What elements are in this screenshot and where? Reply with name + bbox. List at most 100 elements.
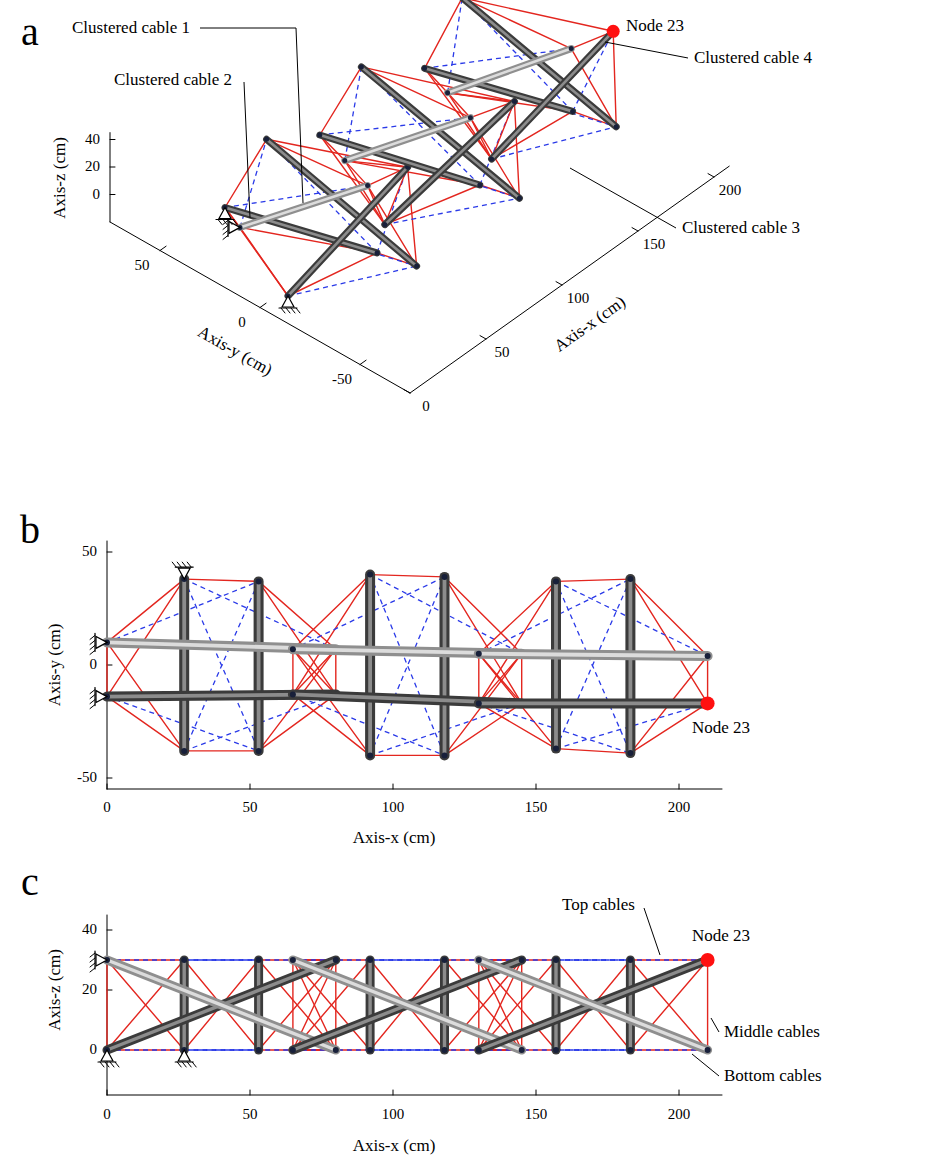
bar xyxy=(440,960,449,1050)
node-dot xyxy=(414,264,419,269)
node-dot xyxy=(290,1047,296,1053)
bar-highlight xyxy=(629,960,632,1050)
tick-label: 0 xyxy=(103,799,111,816)
tick-label: 0 xyxy=(238,314,246,331)
node-label: Node 23 xyxy=(624,16,686,36)
node-dot xyxy=(489,157,494,162)
support-hatch xyxy=(223,220,227,225)
tick-mark xyxy=(632,228,638,231)
middle-cable xyxy=(184,579,258,581)
support-hatch xyxy=(187,562,191,567)
tick-mark xyxy=(110,167,115,168)
tick-mark xyxy=(536,784,537,789)
middle-cable xyxy=(335,649,336,694)
top-bottom-cable xyxy=(370,1049,444,1050)
node-dot xyxy=(442,1047,448,1053)
tick-label: 0 xyxy=(103,1106,111,1123)
axis-label: Axis-y (cm) xyxy=(194,322,275,380)
middle-cable xyxy=(707,960,708,1050)
middle-cable xyxy=(225,139,267,207)
top-bottom-cable xyxy=(556,1049,630,1050)
tick-mark xyxy=(107,1090,108,1095)
support-hatch xyxy=(182,562,186,567)
support-hatch xyxy=(110,1062,114,1067)
node-dot xyxy=(627,957,633,963)
node-dot xyxy=(359,64,364,69)
tick-label: 0 xyxy=(93,186,101,203)
node-dot xyxy=(627,750,633,756)
support-symbol xyxy=(96,691,107,703)
node-dot xyxy=(264,137,269,142)
node-dot xyxy=(553,578,559,584)
tick-label: 0 xyxy=(90,1041,98,1058)
tick-label: 50 xyxy=(243,1106,258,1123)
tick-mark xyxy=(480,336,486,339)
node-dot xyxy=(476,651,482,657)
tick-mark xyxy=(250,784,251,789)
tick-label: 150 xyxy=(525,799,548,816)
middle-cable xyxy=(445,577,522,704)
middle-cable xyxy=(107,579,184,642)
bar xyxy=(107,960,336,1050)
tick-mark xyxy=(110,139,115,140)
axis-line xyxy=(107,541,108,789)
middle-cable xyxy=(370,755,444,756)
node-dot xyxy=(517,196,522,201)
node-dot xyxy=(290,957,296,963)
node-dot xyxy=(476,1047,482,1053)
support-hatch xyxy=(90,650,95,654)
bar xyxy=(365,575,375,756)
callout-label: Clustered cable 3 xyxy=(680,218,802,238)
support-hatch xyxy=(90,700,95,704)
tick-mark xyxy=(536,1090,537,1095)
panel-letter: a xyxy=(21,9,39,55)
node-dot xyxy=(476,700,482,706)
node-dot xyxy=(442,752,448,758)
axis-label: Axis-x (cm) xyxy=(353,828,436,848)
tick-label: 0 xyxy=(422,398,430,415)
middle-cable xyxy=(521,654,522,704)
node-dot xyxy=(256,957,262,963)
support-hatch xyxy=(90,963,95,967)
support-symbol xyxy=(178,1050,190,1061)
middle-cable xyxy=(514,102,519,199)
node-dot xyxy=(181,748,187,754)
panel-c-drawing xyxy=(90,908,722,1095)
axis-line xyxy=(107,789,722,790)
callout-label: Clustered cable 4 xyxy=(692,48,814,68)
support-hatch xyxy=(281,308,285,313)
support-hatch xyxy=(172,562,176,567)
tick-label: 200 xyxy=(668,1106,691,1123)
bar-highlight xyxy=(443,960,446,1050)
middle-cable xyxy=(288,253,377,296)
support-symbol xyxy=(219,208,231,219)
tick-mark xyxy=(679,784,680,789)
top-bottom-cable xyxy=(370,575,444,756)
bar-highlight xyxy=(107,960,336,1050)
node-dot xyxy=(382,222,387,227)
bar-highlight xyxy=(288,167,408,296)
support-hatch xyxy=(187,1062,191,1067)
bar-highlight xyxy=(479,960,708,1050)
middle-cable xyxy=(370,575,444,577)
node-dot xyxy=(476,957,482,963)
bar xyxy=(254,581,264,751)
bar-highlight xyxy=(492,31,614,159)
tick-label: 50 xyxy=(82,543,97,560)
tick-label: -50 xyxy=(77,769,97,786)
node-dot xyxy=(375,250,380,255)
tick-label: 40 xyxy=(82,921,97,938)
tick-mark xyxy=(107,930,112,931)
tick-label: 50 xyxy=(243,799,258,816)
node-dot xyxy=(460,0,465,1)
bar xyxy=(479,654,708,656)
support-hatch xyxy=(296,308,300,313)
top-bottom-cable xyxy=(370,959,444,960)
middle-cable xyxy=(613,31,616,127)
middle-cable xyxy=(479,703,556,748)
node-dot xyxy=(705,653,711,659)
support-hatch xyxy=(90,695,95,699)
middle-cable xyxy=(259,694,336,751)
node-dot xyxy=(333,957,339,963)
top-bottom-cable xyxy=(556,579,630,749)
